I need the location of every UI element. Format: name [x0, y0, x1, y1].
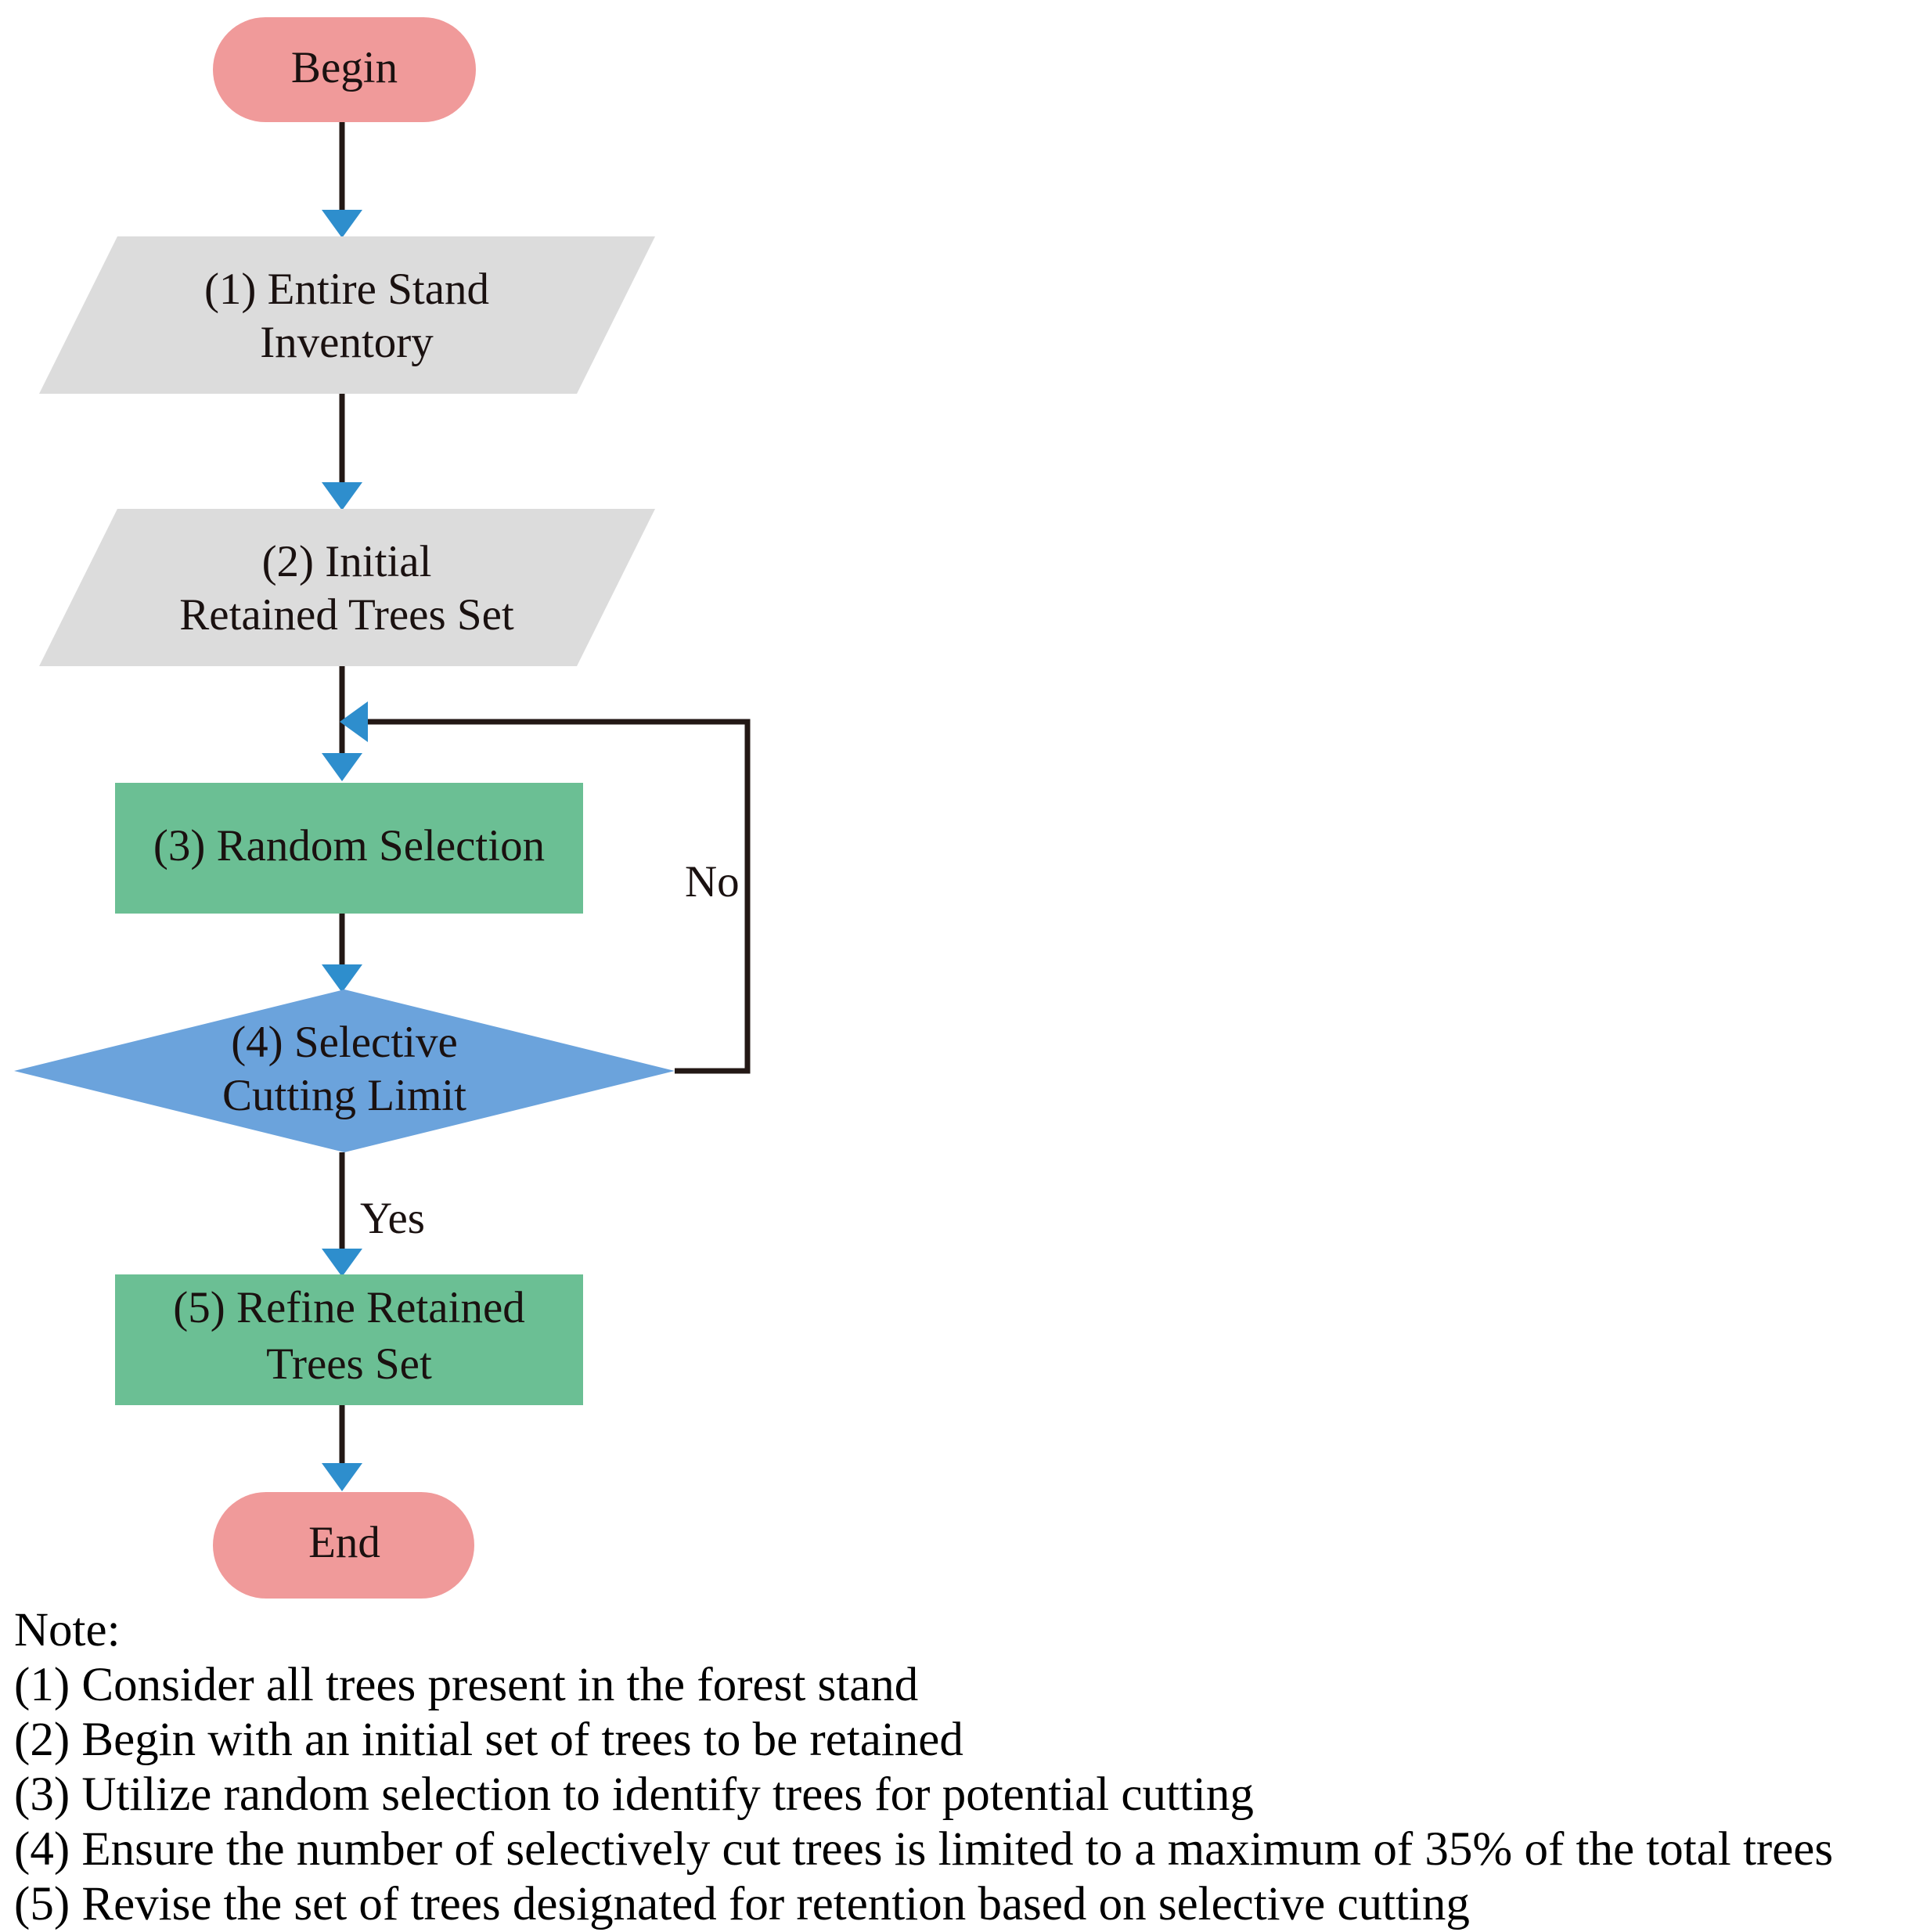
edge-step3-to-step4 — [322, 914, 362, 993]
begin-shape — [213, 17, 476, 122]
edge-step2-to-step3 — [322, 666, 362, 781]
begin-label: Begin — [291, 43, 398, 92]
step4-shape — [14, 989, 675, 1152]
step1-label-line2: Inventory — [260, 318, 434, 367]
node-step3[interactable]: (3) Random Selection — [115, 783, 583, 914]
node-begin[interactable]: Begin — [213, 17, 476, 122]
node-step4[interactable]: (4) Selective Cutting Limit — [14, 989, 675, 1152]
arrowhead-down-icon — [322, 1463, 362, 1491]
step2-shape — [39, 509, 655, 666]
notes-heading: Note: — [14, 1604, 121, 1656]
edge-no-loopback: No — [340, 701, 751, 1074]
loopback-path — [368, 719, 751, 1074]
node-end[interactable]: End — [213, 1492, 474, 1599]
end-shape — [213, 1492, 474, 1599]
node-step1[interactable]: (1) Entire Stand Inventory — [39, 236, 655, 394]
step3-shape — [115, 783, 583, 914]
step5-shape — [115, 1274, 583, 1405]
note-item-2: (2) Begin with an initial set of trees t… — [14, 1714, 963, 1766]
notes-block: Note: (1) Consider all trees present in … — [14, 1603, 1908, 1932]
end-label: End — [308, 1518, 380, 1567]
edge-label-yes: Yes — [360, 1194, 425, 1243]
step2-label-line1: (2) Initial — [262, 537, 432, 586]
step2-label-line2: Retained Trees Set — [179, 590, 514, 640]
edge-step1-to-step2 — [322, 394, 362, 510]
step4-label-line1: (4) Selective — [231, 1018, 458, 1067]
step4-label-line2: Cutting Limit — [222, 1071, 466, 1120]
arrowhead-down-icon — [322, 964, 362, 993]
arrowhead-down-icon — [322, 1249, 362, 1277]
note-item-3: (3) Utilize random selection to identify… — [14, 1768, 1254, 1821]
edge-yes-step4-to-step5: Yes — [322, 1152, 425, 1277]
note-item-5: (5) Revise the set of trees designated f… — [14, 1878, 1470, 1930]
edge-step5-to-end — [322, 1405, 362, 1491]
step5-label-line1: (5) Refine Retained — [173, 1283, 525, 1332]
arrowhead-left-icon — [340, 701, 368, 742]
step3-label: (3) Random Selection — [153, 821, 545, 870]
step5-label-line2: Trees Set — [266, 1339, 432, 1389]
arrowhead-down-icon — [322, 210, 362, 238]
node-step2[interactable]: (2) Initial Retained Trees Set — [39, 509, 655, 666]
note-item-4: (4) Ensure the number of selectively cut… — [14, 1823, 1834, 1876]
arrowhead-down-icon — [322, 482, 362, 510]
node-step5[interactable]: (5) Refine Retained Trees Set — [115, 1274, 583, 1405]
edge-label-no: No — [685, 857, 740, 907]
note-item-1: (1) Consider all trees present in the fo… — [14, 1659, 919, 1711]
step1-label-line1: (1) Entire Stand — [204, 265, 489, 314]
edge-begin-to-step1 — [322, 122, 362, 238]
step1-shape — [39, 236, 655, 394]
arrowhead-down-icon — [322, 753, 362, 781]
